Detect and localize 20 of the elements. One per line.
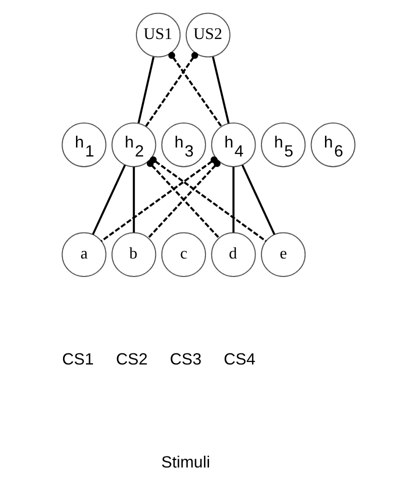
label: CS1	[62, 350, 94, 368]
node-circle: US1	[136, 12, 181, 57]
label: CS4	[224, 350, 256, 368]
label: CS3	[170, 350, 202, 368]
connector	[241, 164, 276, 234]
node-circle: e	[260, 232, 306, 276]
connector	[138, 56, 155, 123]
connector	[232, 166, 234, 232]
node-circle: US2	[186, 12, 230, 57]
label: CS2	[116, 350, 148, 368]
node-circle: c	[161, 232, 206, 276]
label: Stimuli	[161, 452, 210, 471]
connector	[168, 51, 222, 127]
node-circle: b	[112, 232, 156, 276]
node-circle: a	[62, 232, 106, 276]
connector	[212, 56, 230, 124]
connector	[92, 164, 126, 234]
connector	[145, 51, 198, 126]
node-circle: d	[211, 232, 256, 276]
connector	[132, 166, 135, 232]
